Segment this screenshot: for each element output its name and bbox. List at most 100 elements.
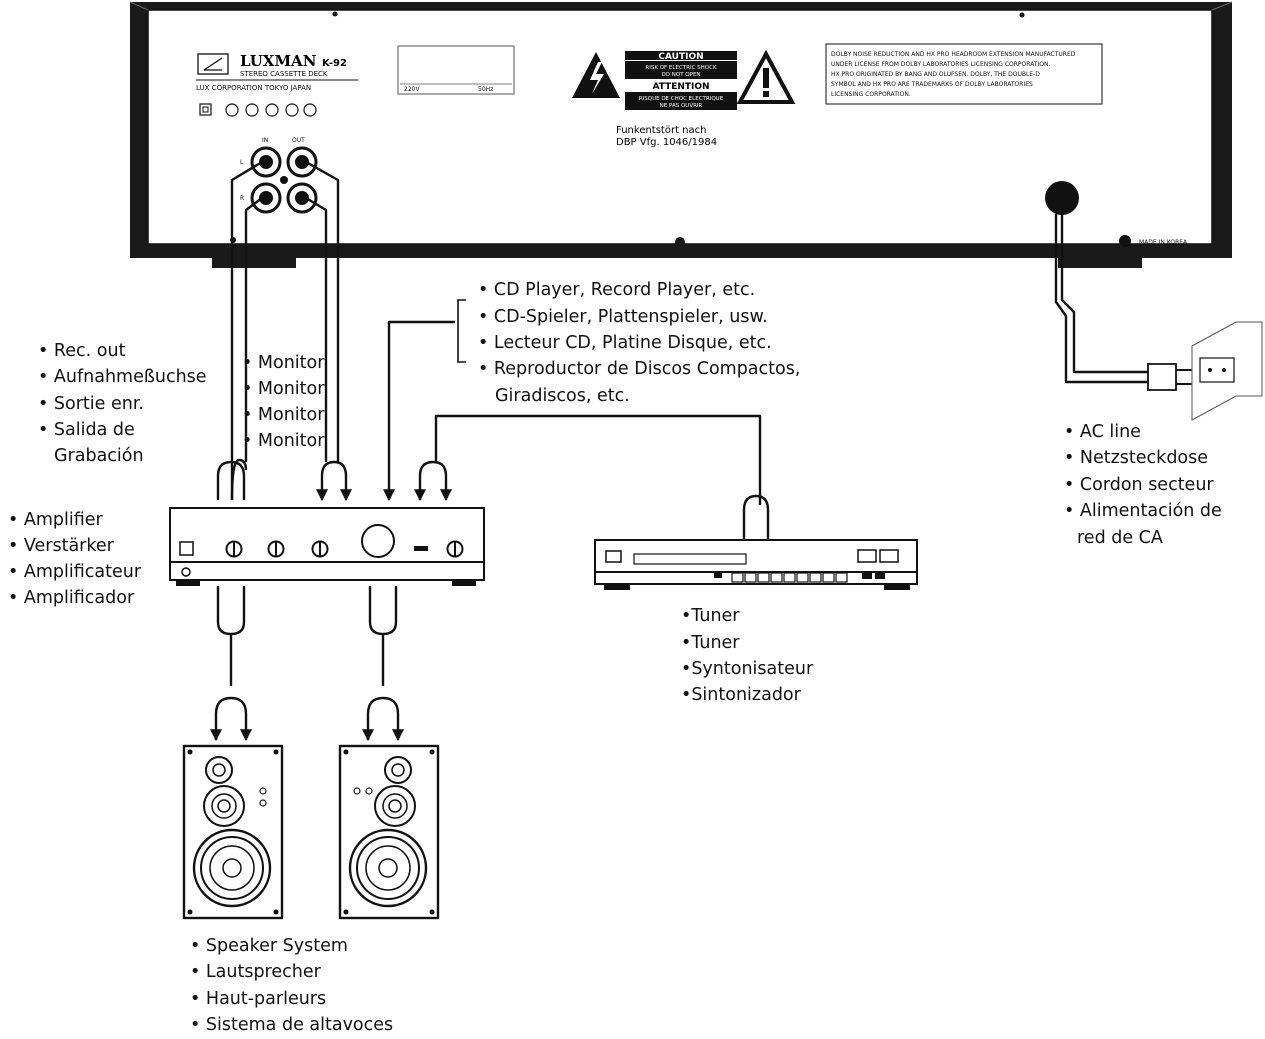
svg-text:• Amplificateur: • Amplificateur	[8, 562, 142, 582]
svg-text:• Monitor: • Monitor	[242, 431, 325, 451]
cable-rec-out-plug	[216, 460, 246, 500]
cable-tuner	[434, 414, 762, 505]
jack-label-r: R	[240, 195, 244, 202]
dolby-line-4: SYMBOL AND HX PRO ARE TRADEMARKS OF DOLB…	[831, 81, 1033, 88]
label-monitor: • Monitor • Monitor • Monitor • Monitor	[242, 353, 325, 451]
svg-text:• Speaker System: • Speaker System	[190, 936, 348, 956]
svg-text:• Verstärker: • Verstärker	[8, 536, 115, 556]
svg-text:• Lecteur CD, Platine Disque,: • Lecteur CD, Platine Disque, etc.	[478, 333, 772, 353]
svg-text:Giradiscos, etc.: Giradiscos, etc.	[495, 386, 630, 406]
jack-label-l: L	[240, 159, 244, 166]
tuner-display	[633, 553, 747, 565]
funk-text-2: DBP Vfg. 1046/1984	[616, 137, 717, 148]
svg-text:• Reproductor de Discos Compac: • Reproductor de Discos Compactos,	[478, 359, 800, 379]
cable-rec-out-2	[244, 197, 263, 462]
cable-tuner-end	[742, 494, 770, 540]
svg-text:•Sintonizador: •Sintonizador	[681, 685, 802, 705]
dolby-line-5: LICENSING CORPORATION.	[831, 91, 911, 98]
cable-source-cd	[383, 320, 455, 502]
approval-marks-icon	[199, 103, 317, 117]
amplifier-body	[169, 507, 485, 563]
dolby-line-2: UNDER LICENSE FROM DOLBY LABORATORIES LI…	[831, 61, 1050, 68]
rca-jack-panel: IN OUT L R	[240, 137, 318, 214]
made-in-label: MADE IN KOREA	[1139, 239, 1188, 246]
caution-title: CAUTION	[658, 52, 703, 62]
svg-text:•Tuner: •Tuner	[681, 633, 740, 653]
speaker-left	[182, 744, 284, 920]
label-source: • CD Player, Record Player, etc. • CD-Sp…	[478, 280, 800, 406]
svg-text:• Haut-parleurs: • Haut-parleurs	[190, 989, 326, 1009]
cable-rec-out-loop	[230, 458, 248, 501]
svg-text:red de CA: red de CA	[1077, 528, 1163, 548]
cable-speaker-left-top	[216, 586, 246, 636]
caution-plate: CAUTION RISK OF ELECTRIC SHOCK DO NOT OP…	[572, 49, 796, 110]
attention-text-1: RISQUE DE CHOC ELECTRIQUE	[639, 96, 724, 102]
deck-voltage: 220V	[404, 86, 420, 93]
svg-text:Grabación: Grabación	[54, 446, 144, 466]
attention-title: ATTENTION	[652, 82, 709, 92]
connection-cables	[210, 160, 1263, 742]
cable-speaker-right-top	[368, 586, 398, 636]
deck-foot-right	[1058, 246, 1142, 268]
power-plug	[1147, 363, 1177, 391]
deck-brand: LUXMAN	[240, 52, 317, 70]
power-cord	[1060, 214, 1148, 374]
svg-text:• CD Player, Record Player, et: • CD Player, Record Player, etc.	[478, 280, 755, 300]
svg-text:• Sistema de altavoces: • Sistema de altavoces	[190, 1015, 393, 1035]
label-rec-out: • Rec. out • Aufnahmeßuchse • Sortie enr…	[38, 341, 207, 466]
deck-model: K-92	[322, 58, 347, 69]
svg-text:• Cordon secteur: • Cordon secteur	[1064, 475, 1214, 495]
cable-monitor-1	[305, 160, 340, 462]
caution-text-1: RISK OF ELECTRIC SHOCK	[645, 65, 717, 71]
svg-text:• CD-Spieler, Plattenspieler,: • CD-Spieler, Plattenspieler, usw.	[478, 307, 768, 327]
dolby-plate	[825, 43, 1103, 105]
svg-text:• Aufnahmeßuchse: • Aufnahmeßuchse	[38, 367, 207, 387]
cable-monitor-plug	[316, 460, 352, 502]
svg-text:• Lautsprecher: • Lautsprecher	[190, 962, 322, 982]
deck-screw	[675, 237, 685, 247]
svg-text:• Monitor: • Monitor	[242, 353, 325, 373]
cable-rec-out-1	[230, 160, 263, 500]
svg-text:• Sortie enr.: • Sortie enr.	[38, 394, 144, 414]
deck-screw-right	[1119, 235, 1131, 247]
svg-text:• Monitor: • Monitor	[242, 405, 325, 425]
voltage-plate	[397, 45, 515, 95]
dolby-line-3: HX PRO ORIGINATED BY BANG AND OLUFSEN. D…	[831, 71, 1040, 78]
power-cord-grommet	[1045, 181, 1079, 215]
svg-text:• AC line: • AC line	[1064, 422, 1141, 442]
jack-label-in: IN	[262, 137, 268, 144]
attention-text-2: NE PAS OUVRIR	[660, 103, 703, 109]
jack-label-out: OUT	[292, 137, 305, 144]
label-amplifier: • Amplifier • Verstärker • Amplificateur…	[8, 510, 142, 608]
svg-text:• Netzsteckdose: • Netzsteckdose	[1064, 448, 1208, 468]
funk-text-1: Funkentstört nach	[616, 125, 707, 136]
deck-maker: LUX CORPORATION TOKYO JAPAN	[196, 84, 311, 92]
cassette-deck-rear-panel: LUXMAN K-92 STEREO CASSETTE DECK LUX COR…	[129, 1, 1233, 268]
cable-monitor-2	[305, 196, 328, 462]
speaker-right	[338, 744, 440, 920]
tuner-button-a	[857, 549, 877, 563]
deck-subtitle: STEREO CASSETTE DECK	[240, 70, 328, 78]
tuner-button-b	[879, 549, 899, 563]
svg-text:• Amplificador: • Amplificador	[8, 588, 135, 608]
source-bracket	[457, 299, 466, 363]
svg-text:•Tuner: •Tuner	[681, 606, 740, 626]
tuner-preset-buttons	[731, 572, 885, 583]
cable-speaker-left-plug	[210, 696, 252, 742]
dolby-line-1: DOLBY NOISE REDUCTION AND HX PRO HEADROO…	[831, 51, 1076, 58]
tuner-power-button	[605, 550, 622, 563]
label-ac-line: • AC line • Netzsteckdose • Cordon secte…	[1064, 422, 1222, 548]
tuner-device	[594, 539, 918, 590]
deck-frequency: 50Hz	[478, 86, 493, 93]
power-cord-2	[1054, 214, 1148, 384]
amp-selector	[414, 546, 428, 551]
label-speaker: • Speaker System • Lautsprecher • Haut-p…	[190, 936, 393, 1035]
svg-text:• Salida de: • Salida de	[38, 420, 135, 440]
cable-tuner-plug	[414, 460, 452, 502]
label-tuner: •Tuner •Tuner •Syntonisateur •Sintonizad…	[681, 606, 814, 705]
caution-text-2: DO NOT OPEN	[661, 72, 700, 78]
cable-speaker-right-plug	[362, 696, 404, 742]
svg-text:• Alimentación de: • Alimentación de	[1064, 501, 1222, 521]
svg-text:•Syntonisateur: •Syntonisateur	[681, 659, 814, 679]
